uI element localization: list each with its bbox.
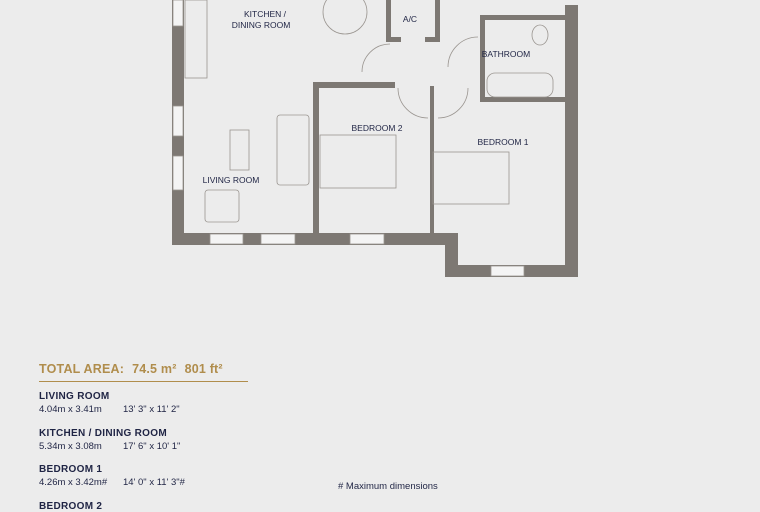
room-name: BEDROOM 2 <box>39 501 103 512</box>
divider <box>39 381 248 382</box>
bathroom-label: BATHROOM <box>482 49 530 59</box>
room-metric: 5.34m x 3.08m <box>39 441 102 452</box>
kitchen-label-2: DINING ROOM <box>232 20 291 30</box>
room-metric: 4.26m x 3.42m# <box>39 477 108 488</box>
total-area-ft2: 801 ft² <box>184 362 223 376</box>
bedroom1-label: BEDROOM 1 <box>477 137 528 147</box>
room-metric: 4.04m x 3.41m <box>39 404 102 415</box>
room-imperial: 17' 6" x 10' 1" <box>123 441 181 452</box>
bedroom2-label: BEDROOM 2 <box>351 123 402 133</box>
total-area: TOTAL AREA: 74.5 m² 801 ft² <box>39 362 231 376</box>
ac-label: A/C <box>403 14 417 24</box>
room-imperial: 13' 3" x 11' 2" <box>123 404 180 415</box>
room-name: BEDROOM 1 <box>39 464 103 475</box>
living-label: LIVING ROOM <box>203 175 260 185</box>
total-area-m2: 74.5 m² <box>132 362 177 376</box>
floor-plan: KITCHEN / DINING ROOM A/C BATHROOM BEDRO… <box>172 0 578 277</box>
total-area-label: TOTAL AREA: <box>39 362 125 376</box>
furniture <box>184 0 554 223</box>
footnote: # Maximum dimensions <box>338 481 438 492</box>
room-dimensions: BEDROOM 1 4.26m x 3.42m# 14' 0" x 11' 3"# <box>39 464 185 488</box>
room-name: LIVING ROOM <box>39 391 110 402</box>
windows <box>172 0 525 277</box>
room-imperial: 14' 0" x 11' 3"# <box>123 477 185 488</box>
room-dimensions: BEDROOM 2 <box>39 501 102 512</box>
kitchen-label: KITCHEN / <box>244 9 287 19</box>
room-dimensions: LIVING ROOM 4.04m x 3.41m 13' 3" x 11' 2" <box>39 391 180 415</box>
room-name: KITCHEN / DINING ROOM <box>39 428 167 439</box>
room-dimensions: KITCHEN / DINING ROOM 5.34m x 3.08m 17' 6… <box>39 428 180 452</box>
